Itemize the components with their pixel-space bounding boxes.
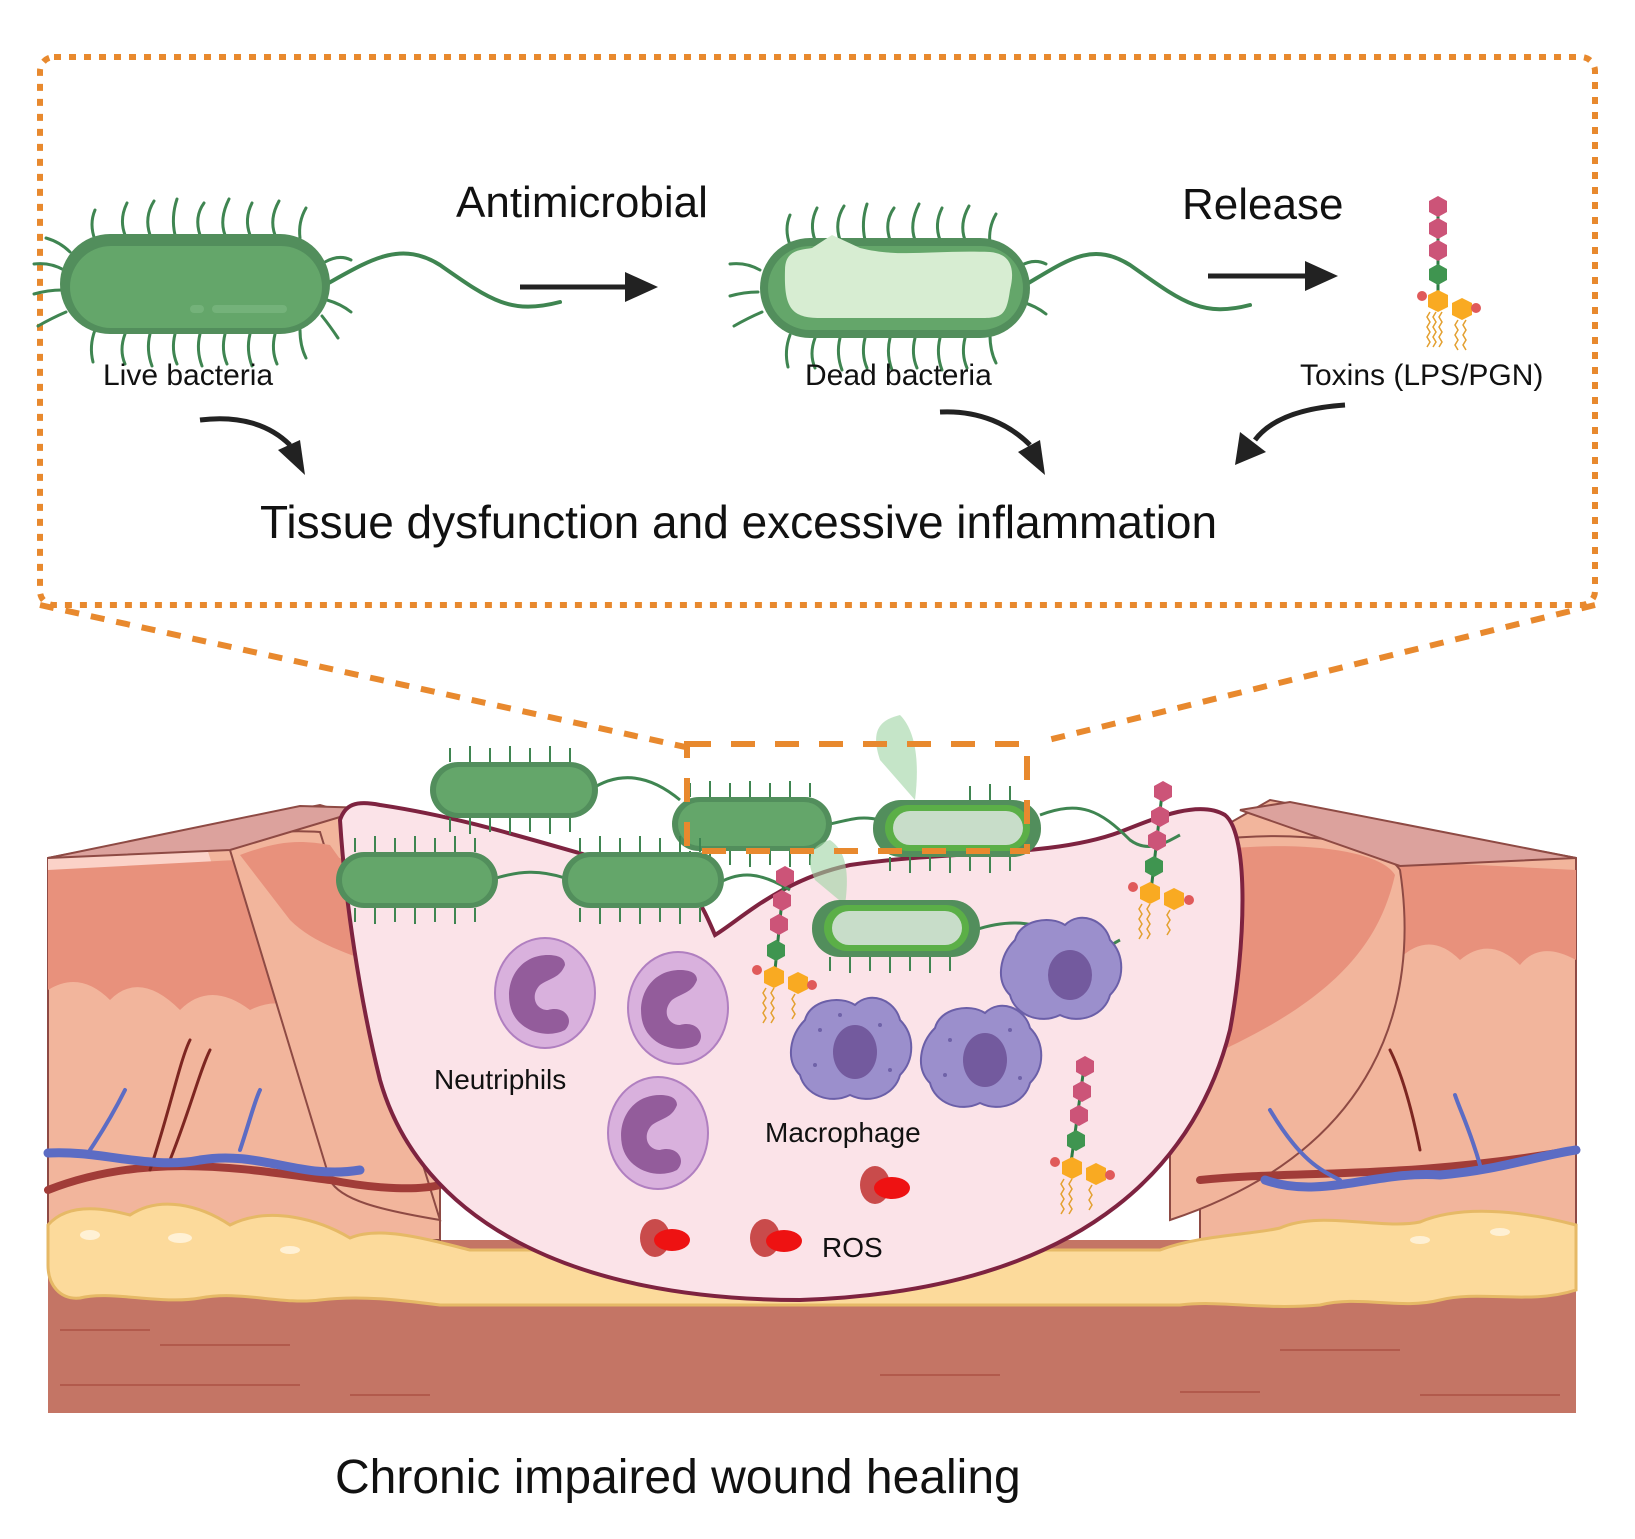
ros-molecule-3 <box>750 1219 802 1257</box>
label-dead-bacteria: Dead bacteria <box>805 359 992 392</box>
wound-toxin-1 <box>752 866 817 1024</box>
label-antimicrobial: Antimicrobial <box>456 178 708 227</box>
label-ros: ROS <box>822 1232 883 1263</box>
caption-title: Chronic impaired wound healing <box>335 1451 1021 1504</box>
neutrophil-cell-1 <box>494 937 596 1049</box>
toxin-lps-icon <box>1417 196 1481 351</box>
neutrophil-cell-3 <box>607 1076 709 1190</box>
wound-live-bacterium-4 <box>562 836 791 924</box>
curved-arrow-dead-icon <box>939 409 1045 475</box>
macrophage-cell-3 <box>999 916 1123 1020</box>
blood-vessels-right <box>1196 1048 1581 1192</box>
arrow-antimicrobial-icon <box>520 272 658 302</box>
ros-molecule-2 <box>640 1219 690 1257</box>
zoom-region-box <box>684 741 1030 854</box>
skin-left-block <box>47 803 442 1241</box>
wound-live-bacterium-3 <box>336 836 566 924</box>
live-bacterium-icon <box>32 197 562 368</box>
callout-connector-right <box>1039 602 1596 745</box>
label-live-bacteria: Live bacteria <box>103 359 274 392</box>
label-neutrophils: Neutriphils <box>434 1064 567 1095</box>
label-outcome: Tissue dysfunction and excessive inflamm… <box>260 496 1218 548</box>
dead-bacterium-icon <box>728 202 1252 372</box>
curved-arrow-toxin-icon <box>1235 402 1346 465</box>
macrophage-cell-1 <box>789 996 913 1100</box>
inset-callout-frame <box>37 54 1598 608</box>
label-release: Release <box>1182 180 1344 229</box>
macrophage-cell-2 <box>919 1004 1043 1108</box>
wound-toxin-2 <box>1128 781 1194 940</box>
label-macrophage: Macrophage <box>765 1117 921 1148</box>
curved-arrow-live-icon <box>199 416 305 475</box>
wound-toxin-3 <box>1050 1056 1115 1215</box>
blood-vessels-left <box>43 1038 444 1194</box>
wound-dead-bacterium-2 <box>810 840 1121 973</box>
neutrophil-cell-2 <box>627 951 729 1065</box>
label-toxins: Toxins (LPS/PGN) <box>1300 359 1544 392</box>
wound-live-bacterium-1 <box>430 746 681 834</box>
wound-dead-bacterium-1 <box>873 715 1181 873</box>
ros-molecule-1 <box>860 1166 910 1204</box>
callout-connector-left <box>39 602 691 751</box>
wound-bacteria-group <box>336 715 1181 973</box>
arrow-release-icon <box>1208 261 1338 291</box>
